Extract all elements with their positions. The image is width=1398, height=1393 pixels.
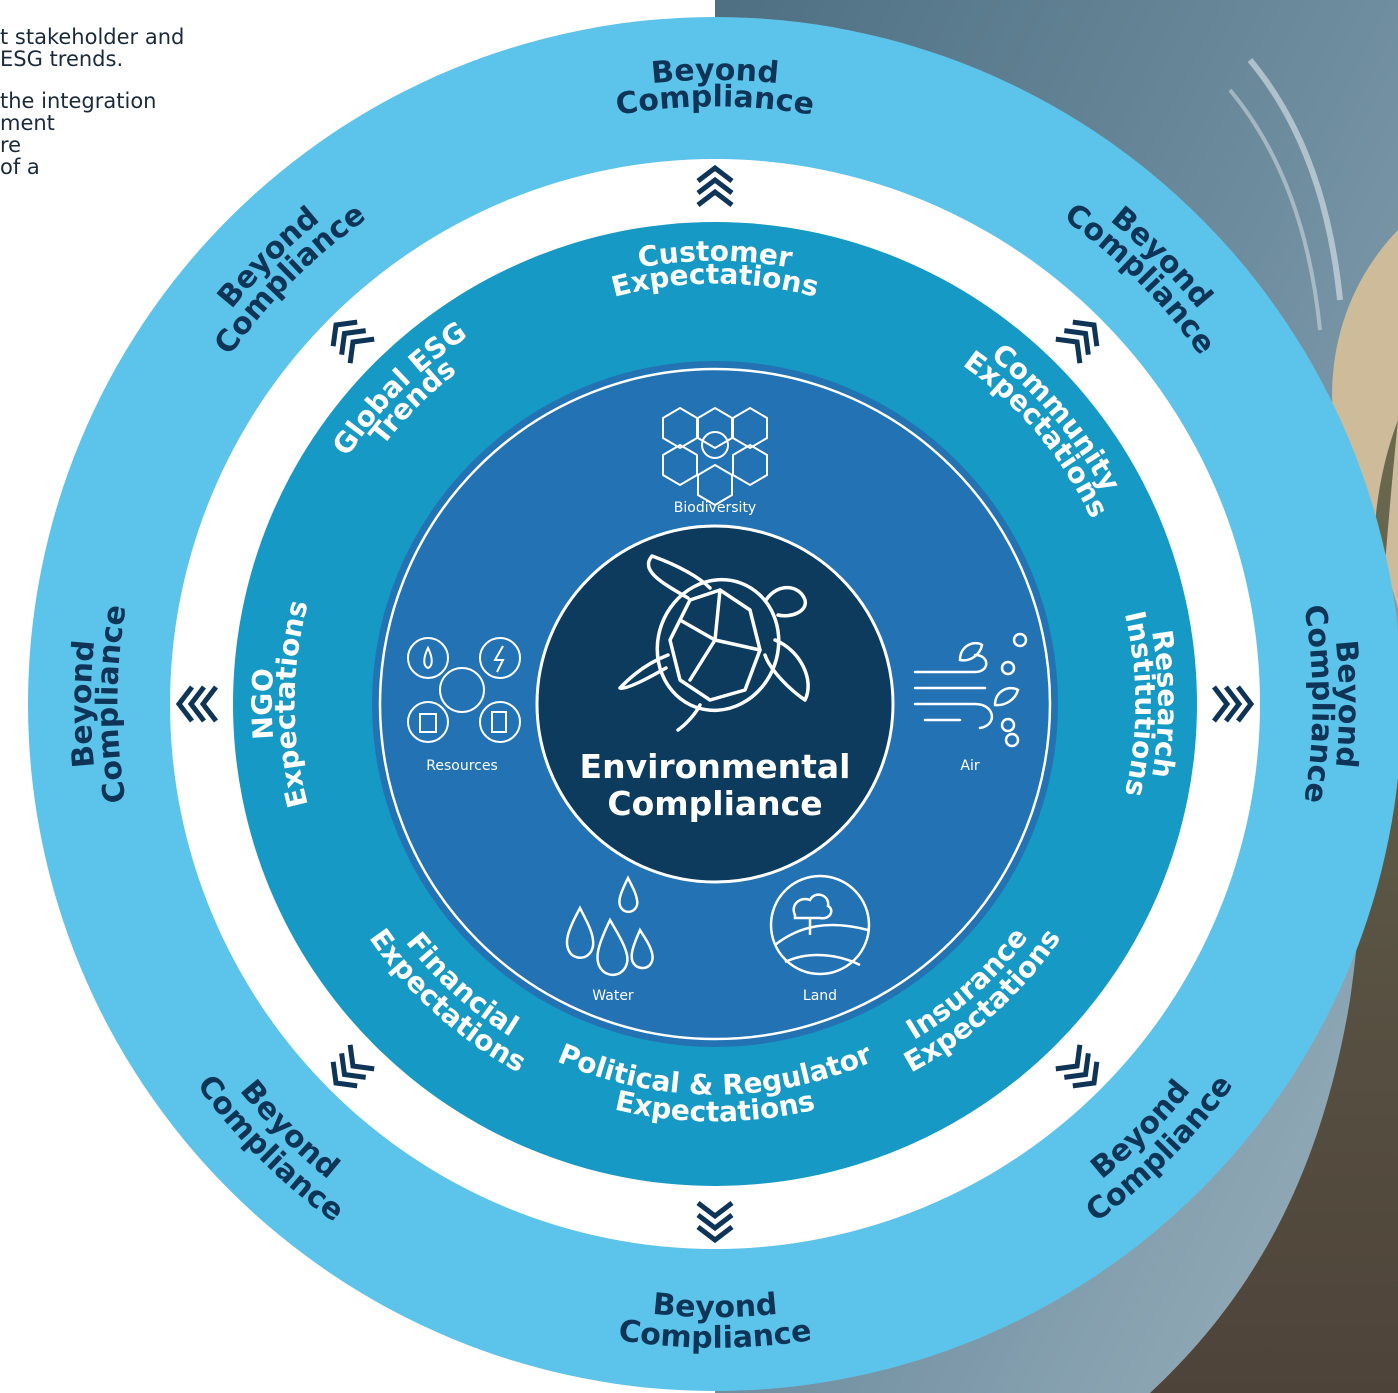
land-landscape-icon	[769, 874, 871, 976]
chevron-left-icon	[175, 685, 218, 723]
expectation-label-research-1: Research	[1145, 628, 1184, 781]
pillar-disc-outline	[378, 367, 1052, 1041]
chevron-up-right-icon	[1055, 319, 1100, 364]
water-drops-icon	[565, 875, 654, 977]
biodiversity-label: Biodiversity	[674, 500, 756, 516]
svg-text:Beyond: Beyond	[650, 53, 781, 91]
water-label: Water	[592, 988, 634, 1004]
intro-line: the integration	[0, 89, 157, 113]
resources-cluster-icon	[407, 637, 521, 743]
intro-line: t stakeholder and	[0, 26, 185, 49]
intro-line: of a	[0, 155, 40, 178]
chevron-down-right-icon	[1055, 1044, 1100, 1089]
svg-text:Beyond: Beyond	[64, 639, 102, 770]
intro-line: ESG trends.	[0, 47, 124, 71]
chevron-up-left-icon	[330, 319, 375, 364]
center-title-line2: Compliance	[607, 784, 822, 823]
center-disc	[535, 524, 895, 884]
intro-line: re	[0, 133, 22, 157]
chevron-right-icon	[1212, 685, 1255, 723]
air-label: Air	[960, 758, 979, 774]
land-label: Land	[803, 988, 837, 1004]
air-wind-icon	[913, 632, 1028, 748]
chevron-down-icon	[696, 1201, 734, 1244]
chevron-up-icon	[696, 164, 734, 207]
svg-text:Beyond: Beyond	[1328, 639, 1366, 770]
beyond-compliance-bottom: Beyond Compliance	[616, 1287, 813, 1356]
center-title-line1: Environmental	[580, 747, 851, 786]
expectation-label-ngo-1: NGO	[246, 667, 280, 740]
chevron-down-left-icon	[330, 1044, 375, 1089]
intro-line: ment	[0, 111, 55, 135]
sea-turtle-icon	[618, 554, 810, 732]
biodiversity-hexagons-icon	[662, 406, 768, 507]
svg-text:Beyond: Beyond	[651, 1287, 779, 1325]
intro-paragraph: t stakeholder and ESG trends. the integr…	[0, 26, 240, 178]
resources-label: Resources	[426, 758, 498, 774]
